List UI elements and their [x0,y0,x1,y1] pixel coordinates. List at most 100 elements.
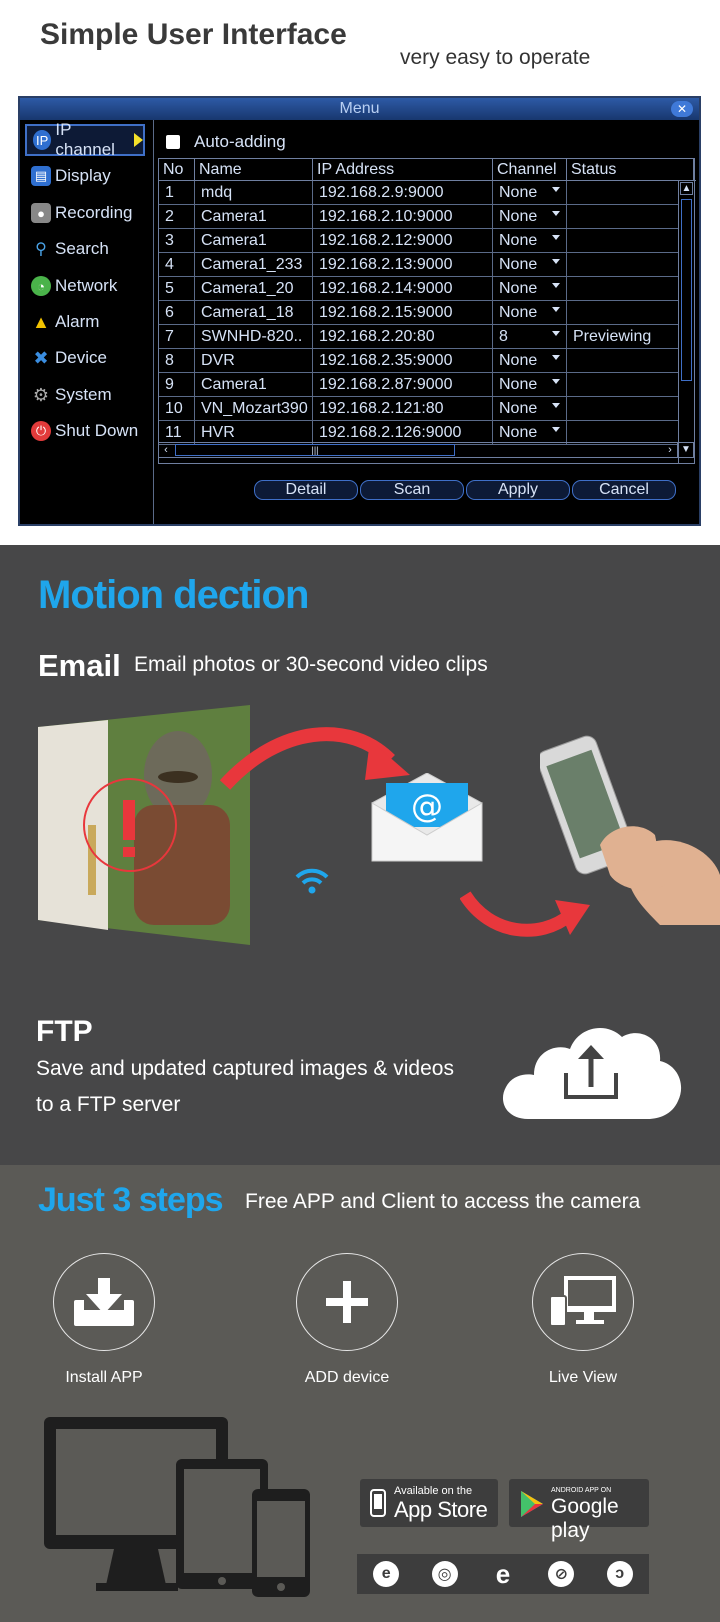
app-store-small-text: Available on the [394,1485,473,1497]
row-channel-select[interactable]: None [493,181,567,204]
sidebar-item-display[interactable]: ▤ Display [25,160,145,192]
sidebar-item-network[interactable]: ◔ Network [25,270,145,302]
dropdown-arrow-icon[interactable] [552,427,560,432]
column-header-channel[interactable]: Channel [493,159,567,180]
dropdown-arrow-icon[interactable] [552,379,560,384]
column-header-name[interactable]: Name [195,159,313,180]
row-name: Camera1 [195,373,313,396]
dropdown-arrow-icon[interactable] [552,235,560,240]
dropdown-arrow-icon[interactable] [552,259,560,264]
row-no-text: 2 [165,208,174,225]
row-channel-select-text: None [499,184,538,201]
scroll-down-icon[interactable]: ▼ [678,442,694,458]
step-add-device: ADD device [257,1253,437,1387]
row-name-text: VN_Mozart390 [201,400,308,417]
firefox-icon[interactable]: ↄ [606,1561,633,1587]
sidebar-item-label: Display [55,166,111,185]
edge-icon[interactable]: e [495,1558,511,1589]
checkbox[interactable] [166,135,180,149]
vertical-scrollbar[interactable]: ▲ [678,181,694,463]
row-ip-address: 192.168.2.35:9000 [313,349,493,372]
row-no-text: 4 [165,256,174,273]
row-no: 5 [159,277,195,300]
step-circle [296,1253,398,1351]
auto-adding-checkbox[interactable]: Auto-adding [166,132,286,152]
chrome-icon[interactable]: ◎ [431,1561,458,1587]
dropdown-arrow-icon[interactable] [552,211,560,216]
column-header-status[interactable]: Status [567,159,694,180]
row-channel-select[interactable]: 8 [493,325,567,348]
row-ip-address: 192.168.2.9:9000 [313,181,493,204]
scroll-up-icon[interactable]: ▲ [680,182,693,195]
row-no-text: 3 [165,232,174,249]
apply-button[interactable]: Apply [466,480,570,500]
safari-icon[interactable]: ⊘ [548,1561,575,1587]
row-channel-select[interactable]: None [493,205,567,228]
scan-button[interactable]: Scan [360,480,464,500]
ftp-title: FTP [36,1015,93,1048]
sidebar-item-system[interactable]: ⚙ System [25,379,145,411]
dropdown-arrow-icon[interactable] [552,355,560,360]
row-name-text: HVR [201,424,235,441]
sidebar-item-label: Shut Down [55,421,139,440]
row-name: Camera1_20 [195,277,313,300]
sidebar-item-recording[interactable]: ● Recording [25,197,145,229]
step-label: ADD device [304,1369,390,1386]
scroll-thumb[interactable]: ||| [175,444,455,456]
detail-button[interactable]: Detail [254,480,358,500]
row-ip-address-text: 192.168.2.9:9000 [319,184,444,201]
dropdown-arrow-icon[interactable] [552,403,560,408]
dropdown-arrow-icon[interactable] [552,283,560,288]
dropdown-arrow-icon[interactable] [552,187,560,192]
row-channel-select[interactable]: None [493,277,567,300]
close-button[interactable]: ✕ [671,101,693,117]
dropdown-arrow-icon[interactable] [552,331,560,336]
row-no-text: 11 [165,424,182,441]
row-channel-select[interactable]: None [493,373,567,396]
dropdown-arrow-icon[interactable] [552,307,560,312]
ip-channel-icon: IP [33,130,52,150]
column-header-no[interactable]: No [159,159,195,180]
window-title: Menu [339,100,380,117]
sidebar-item-shut-down[interactable]: ⏻ Shut Down [25,415,145,447]
horizontal-scrollbar[interactable]: ‹ ||| › [158,442,678,458]
sidebar-item-search[interactable]: ⚲ Search [25,233,145,265]
app-store-badge[interactable]: Available on the App Store [360,1479,498,1527]
email-envelope-icon: @ [371,773,483,862]
row-no: 3 [159,229,195,252]
scroll-right-icon[interactable]: › [668,444,672,456]
row-ip-address-text: 192.168.2.15:9000 [319,304,453,321]
scroll-thumb[interactable] [681,199,692,381]
sidebar-item-label: Recording [55,203,133,222]
row-name-text: mdq [201,184,233,201]
section-title: Motion dection [38,573,309,617]
sidebar-item-device[interactable]: ✖ Device [25,342,145,374]
row-channel-select[interactable]: None [493,397,567,420]
network-icon: ◔ [31,276,51,296]
row-ip-address-text: 192.168.2.126:9000 [319,424,462,441]
sidebar-item-alarm[interactable]: ▲ Alarm [25,306,145,338]
column-header-ip[interactable]: IP Address [313,159,493,180]
row-status-text: Previewing [573,328,652,345]
cancel-button[interactable]: Cancel [572,480,676,500]
row-channel-select[interactable]: None [493,301,567,324]
row-no-text: 5 [165,280,174,297]
row-channel-select[interactable]: None [493,253,567,276]
row-channel-select[interactable]: None [493,229,567,252]
row-channel-select[interactable]: None [493,421,567,444]
google-play-badge[interactable]: ANDROID APP ON Google play [509,1479,649,1542]
sidebar-item-ip-channel[interactable]: IP IP channel [25,120,145,159]
scroll-left-icon[interactable]: ‹ [164,444,168,456]
ie-icon[interactable]: e [373,1561,400,1587]
row-channel-select[interactable]: None [493,349,567,372]
